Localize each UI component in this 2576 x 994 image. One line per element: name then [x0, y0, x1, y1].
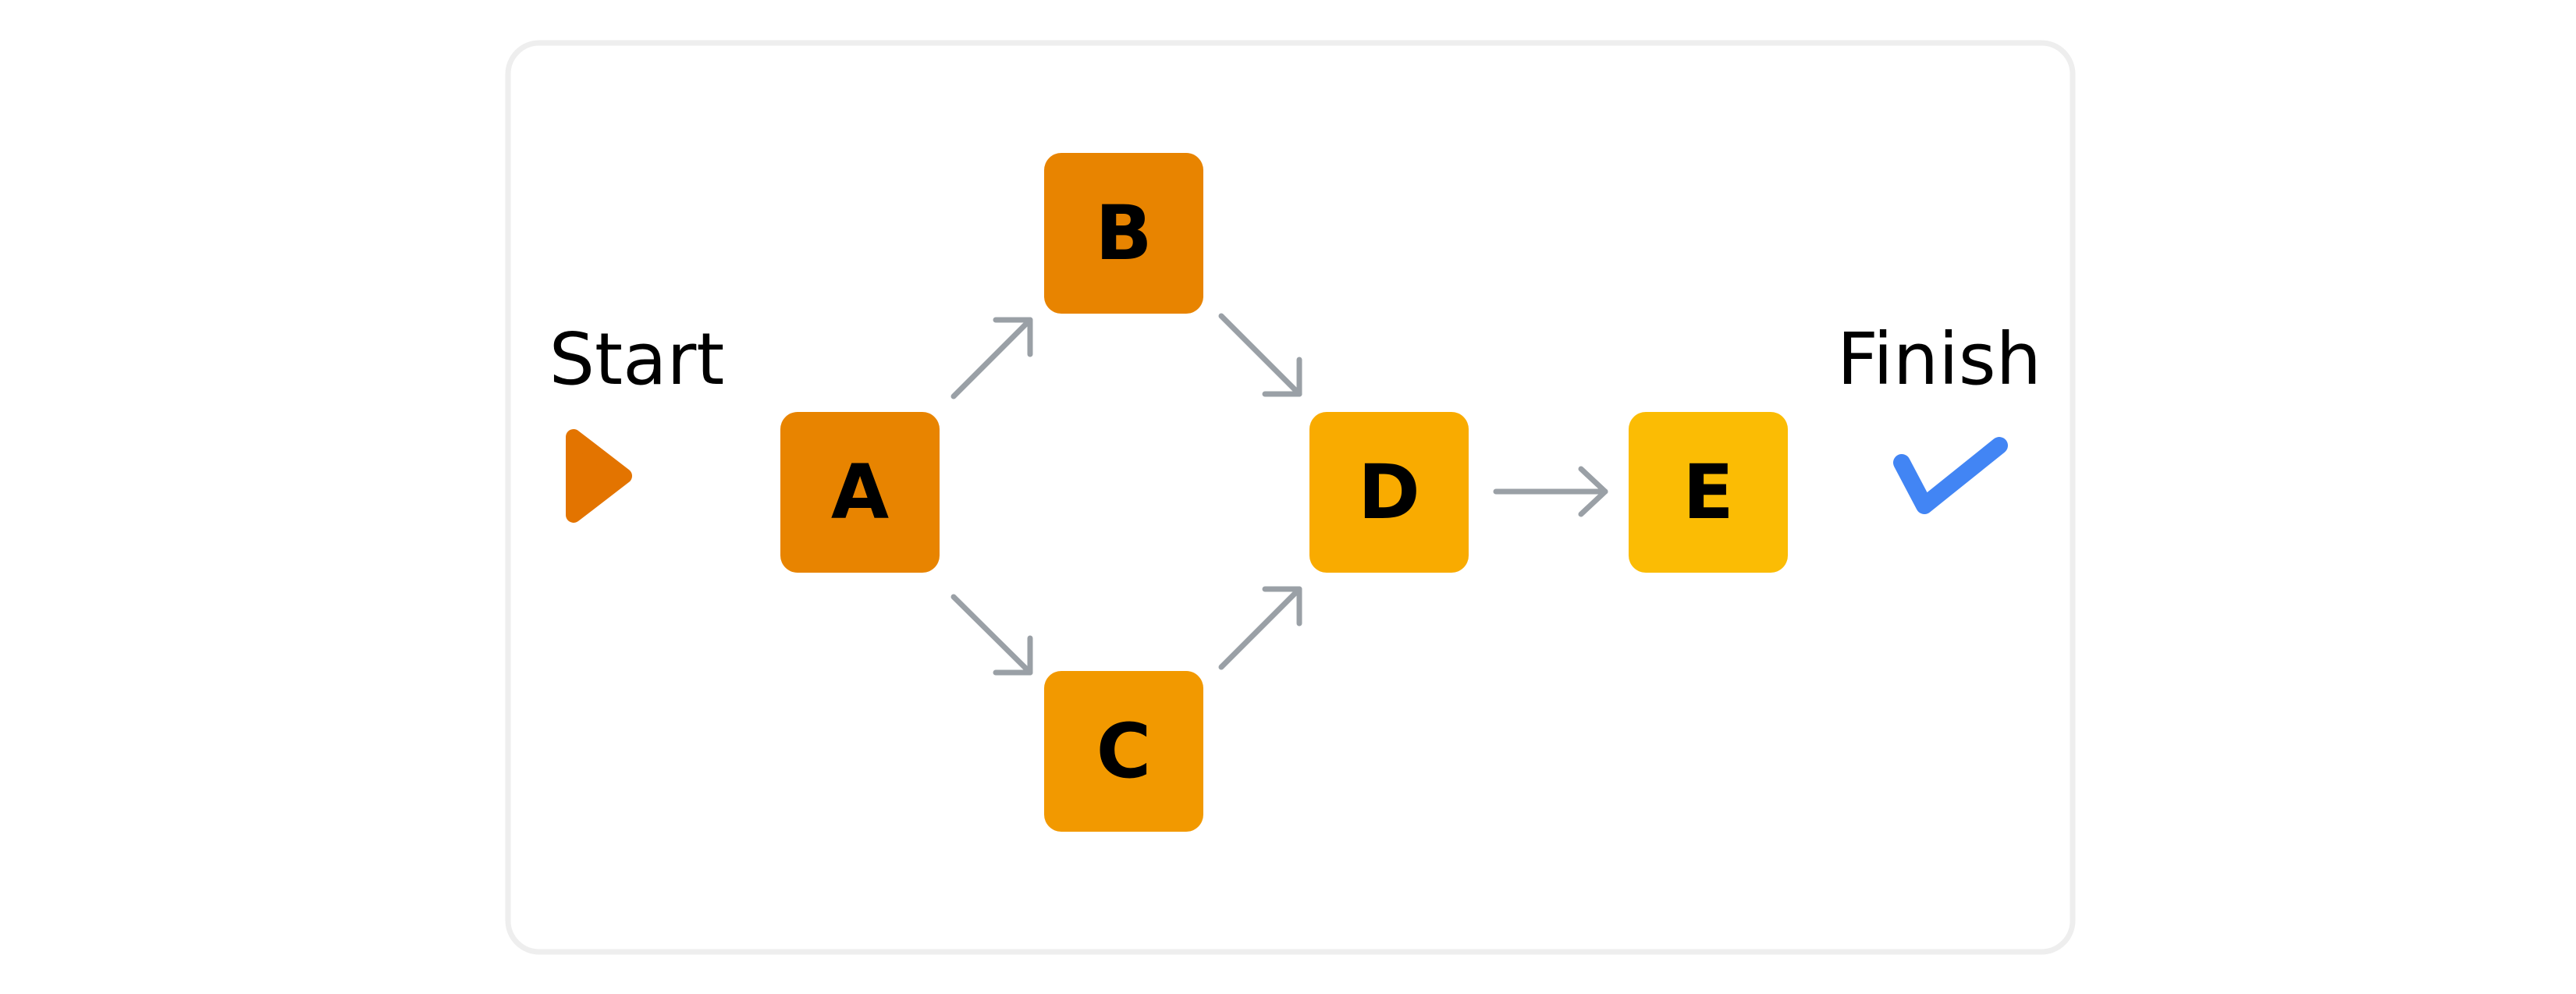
node-a-label: A — [831, 449, 889, 536]
node-a-box — [780, 412, 940, 573]
diagram-frame — [505, 40, 2076, 955]
node-c: C — [1044, 671, 1203, 832]
edge-a-c — [950, 594, 1033, 676]
node-b-box — [1044, 153, 1203, 314]
node-e: E — [1629, 412, 1788, 573]
node-d-label: D — [1358, 449, 1420, 536]
edge-c-d — [1218, 586, 1302, 670]
edges — [950, 313, 1608, 676]
node-d-box — [1309, 412, 1469, 573]
node-c-label: C — [1096, 708, 1151, 795]
node-b-label: B — [1095, 190, 1152, 277]
play-icon — [566, 429, 632, 523]
node-e-label: E — [1682, 449, 1734, 536]
node-d: D — [1309, 412, 1469, 573]
finish-label: Finish — [1837, 318, 2041, 401]
edge-b-d — [1218, 313, 1302, 397]
edge-d-e — [1493, 466, 1608, 517]
node-a: A — [780, 412, 940, 573]
check-icon — [1893, 437, 2008, 514]
edge-a-b — [950, 317, 1033, 399]
start-label: Start — [549, 318, 725, 401]
node-b: B — [1044, 153, 1203, 314]
node-e-box — [1629, 412, 1788, 573]
node-c-box — [1044, 671, 1203, 832]
